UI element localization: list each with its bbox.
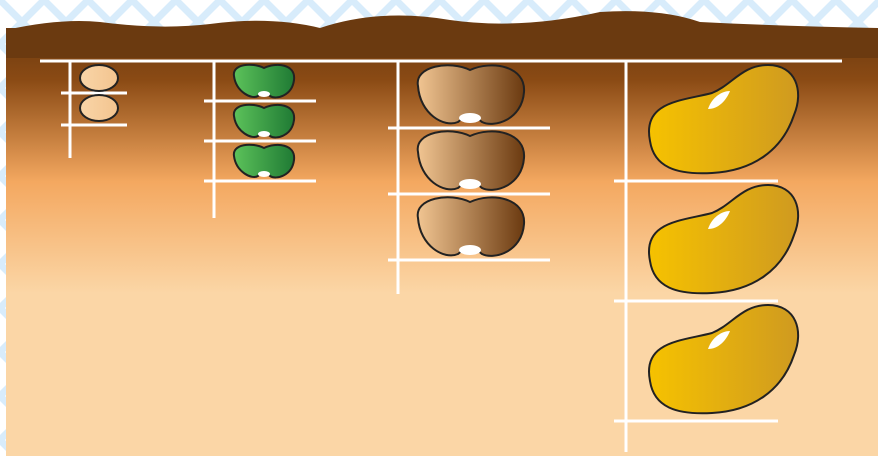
bean xyxy=(234,65,294,98)
bean xyxy=(80,65,118,91)
bean xyxy=(418,131,524,190)
bean xyxy=(418,197,524,256)
bean xyxy=(234,105,294,138)
bean xyxy=(418,65,524,124)
bean xyxy=(80,95,118,121)
bean xyxy=(234,145,294,178)
